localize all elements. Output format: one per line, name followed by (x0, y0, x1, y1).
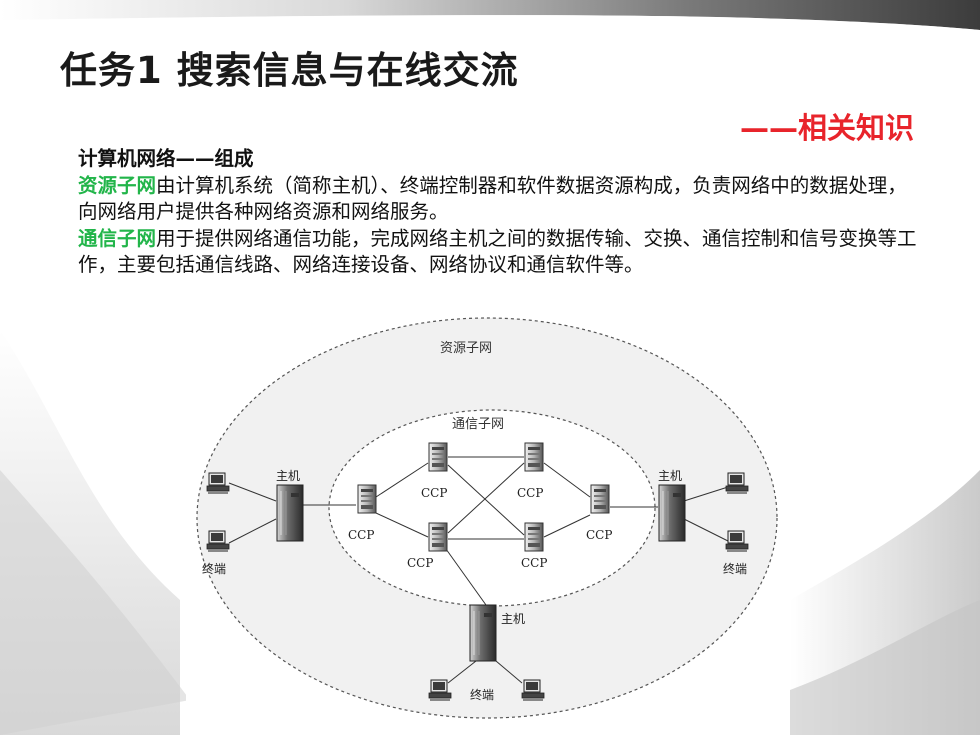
label-host-bottom: 主机 (501, 612, 525, 626)
label-ccp-bottom-right: CCP (521, 556, 547, 570)
label-host-right: 主机 (658, 469, 682, 483)
paragraph-comm-subnet: 通信子网用于提供网络通信功能，完成网络主机之间的数据传输、交换、通信控制和信号变… (78, 226, 918, 279)
label-resource-subnet: 资源子网 (440, 341, 492, 356)
label-ccp-right: CCP (586, 528, 612, 542)
slide-subtitle: ——相关知识 (739, 111, 914, 145)
term-comm-subnet: 通信子网 (78, 226, 157, 250)
ccp-icon-right (590, 484, 610, 514)
label-ccp-left: CCP (348, 528, 374, 542)
paragraph-resource-subnet: 资源子网由计算机系统（简称主机）、终端控制器和软件数据资源构成，负责网络中的数据… (78, 173, 918, 226)
slide-title: 任务1 搜索信息与在线交流 (60, 49, 519, 92)
ccp-icon-bottom-right (524, 522, 544, 552)
label-terminal-right: 终端 (723, 561, 747, 576)
label-ccp-top-right: CCP (517, 486, 543, 500)
host-icon-right (658, 484, 686, 542)
section-heading: 计算机网络——组成 (78, 147, 254, 170)
ccp-icon-left (357, 484, 377, 514)
paragraph-comm-subnet-text: 用于提供网络通信功能，完成网络主机之间的数据传输、交换、通信控制和信号变换等工作… (78, 226, 917, 277)
ccp-icon-top-right (524, 442, 544, 472)
host-icon-left (276, 484, 304, 542)
host-icon-bottom (469, 604, 497, 662)
network-diagram-svg: 资源子网 通信子网 主机 终端 CCP C (196, 317, 778, 719)
network-diagram: 资源子网 通信子网 主机 终端 CCP C (186, 305, 788, 735)
label-host-left: 主机 (276, 469, 300, 483)
label-terminal-bottom: 终端 (470, 687, 494, 702)
network-links (228, 456, 729, 684)
ccp-icon-bottom-left (428, 522, 448, 552)
label-terminal-left: 终端 (202, 561, 226, 576)
slide-body: 计算机网络——组成 资源子网由计算机系统（简称主机）、终端控制器和软件数据资源构… (78, 146, 918, 279)
comm-subnet-ellipse (328, 409, 656, 607)
label-ccp-bottom-left: CCP (407, 556, 433, 570)
ccp-icon-top-left (428, 442, 448, 472)
paragraph-resource-subnet-text: 由计算机系统（简称主机）、终端控制器和软件数据资源构成，负责网络中的数据处理，向… (78, 173, 907, 224)
label-comm-subnet: 通信子网 (452, 417, 504, 432)
label-ccp-top-left: CCP (421, 486, 447, 500)
term-resource-subnet: 资源子网 (78, 173, 157, 197)
